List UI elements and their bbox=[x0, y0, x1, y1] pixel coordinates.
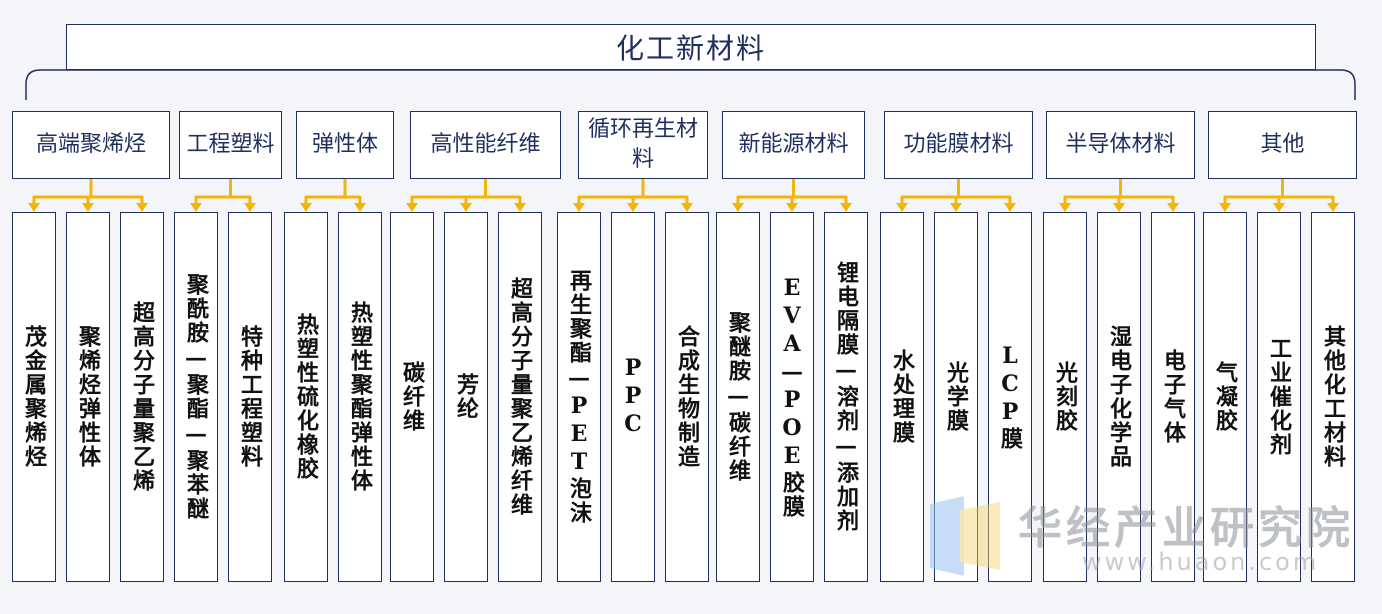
leaf-node: 工业催化剂 bbox=[1257, 212, 1301, 582]
root-bracket bbox=[25, 69, 1356, 100]
leaf-node: 碳纤维 bbox=[390, 212, 434, 582]
leaf-node: 合成生物制造 bbox=[665, 212, 709, 582]
leaf-node: 热塑性硫化橡胶 bbox=[284, 212, 328, 582]
arrow-head bbox=[1167, 203, 1179, 212]
arrow-head bbox=[681, 203, 693, 212]
arrow-head bbox=[786, 203, 798, 212]
arrow-head bbox=[627, 203, 639, 212]
leaf-node: 超高分子量聚乙烯纤维 bbox=[498, 212, 542, 582]
arrow-head bbox=[840, 203, 852, 212]
category-node: 新能源材料 bbox=[722, 111, 865, 179]
category-node: 高端聚烯烃 bbox=[12, 111, 170, 179]
arrow-head bbox=[896, 203, 908, 212]
arrow-head bbox=[354, 203, 366, 212]
leaf-node: 其他化工材料 bbox=[1311, 212, 1355, 582]
category-node: 循环再生材料 bbox=[578, 111, 708, 179]
arrow-head bbox=[244, 203, 256, 212]
arrow-head bbox=[190, 203, 202, 212]
leaf-node: 聚醚胺—碳纤维 bbox=[716, 212, 760, 582]
arrow-head bbox=[950, 203, 962, 212]
arrow-head bbox=[460, 203, 472, 212]
category-node: 弹性体 bbox=[296, 111, 394, 179]
watermark-url: www.huaon.com bbox=[1082, 548, 1320, 576]
leaf-node: 再生聚酯—PET泡沫 bbox=[557, 212, 601, 582]
arrow-head bbox=[82, 203, 94, 212]
leaf-node: 聚烯烃弹性体 bbox=[66, 212, 110, 582]
leaf-node: 芳纶 bbox=[444, 212, 488, 582]
leaf-node: 锂电隔膜—溶剂—添加剂 bbox=[824, 212, 868, 582]
watermark-name: 华经产业研究院 bbox=[1018, 503, 1354, 554]
arrow-head bbox=[1327, 203, 1339, 212]
leaf-node: 聚酰胺—聚酯—聚苯醚 bbox=[174, 212, 218, 582]
leaf-node: PPC bbox=[611, 212, 655, 582]
arrow-head bbox=[1219, 203, 1231, 212]
leaf-node: LCP膜 bbox=[988, 212, 1032, 582]
leaf-node: 水处理膜 bbox=[880, 212, 924, 582]
arrow-head bbox=[1059, 203, 1071, 212]
category-node: 半导体材料 bbox=[1046, 111, 1195, 179]
arrow-head bbox=[1113, 203, 1125, 212]
leaf-node: EVA—POE胶膜 bbox=[770, 212, 814, 582]
leaf-node: 光刻胶 bbox=[1043, 212, 1087, 582]
arrow-head bbox=[1273, 203, 1285, 212]
leaf-node: 湿电子化学品 bbox=[1097, 212, 1141, 582]
category-node: 其他 bbox=[1208, 111, 1357, 179]
arrow-head bbox=[732, 203, 744, 212]
arrow-head bbox=[573, 203, 585, 212]
watermark-logo-icon bbox=[930, 496, 1000, 576]
arrow-head bbox=[28, 203, 40, 212]
leaf-node: 超高分子量聚乙烯 bbox=[120, 212, 164, 582]
leaf-node: 茂金属聚烯烃 bbox=[12, 212, 56, 582]
category-node: 高性能纤维 bbox=[410, 111, 561, 179]
arrow-head bbox=[1004, 203, 1016, 212]
arrow-head bbox=[514, 203, 526, 212]
watermark: 华经产业研究院 www.huaon.com bbox=[930, 490, 1350, 582]
arrow-head bbox=[406, 203, 418, 212]
leaf-node: 气凝胶 bbox=[1203, 212, 1247, 582]
leaf-node: 电子气体 bbox=[1151, 212, 1195, 582]
leaf-node: 热塑性聚酯弹性体 bbox=[338, 212, 382, 582]
category-node: 功能膜材料 bbox=[884, 111, 1033, 179]
root-node: 化工新材料 bbox=[66, 24, 1316, 70]
arrow-head bbox=[136, 203, 148, 212]
category-node: 工程塑料 bbox=[179, 111, 282, 179]
arrow-head bbox=[300, 203, 312, 212]
leaf-node: 特种工程塑料 bbox=[228, 212, 272, 582]
